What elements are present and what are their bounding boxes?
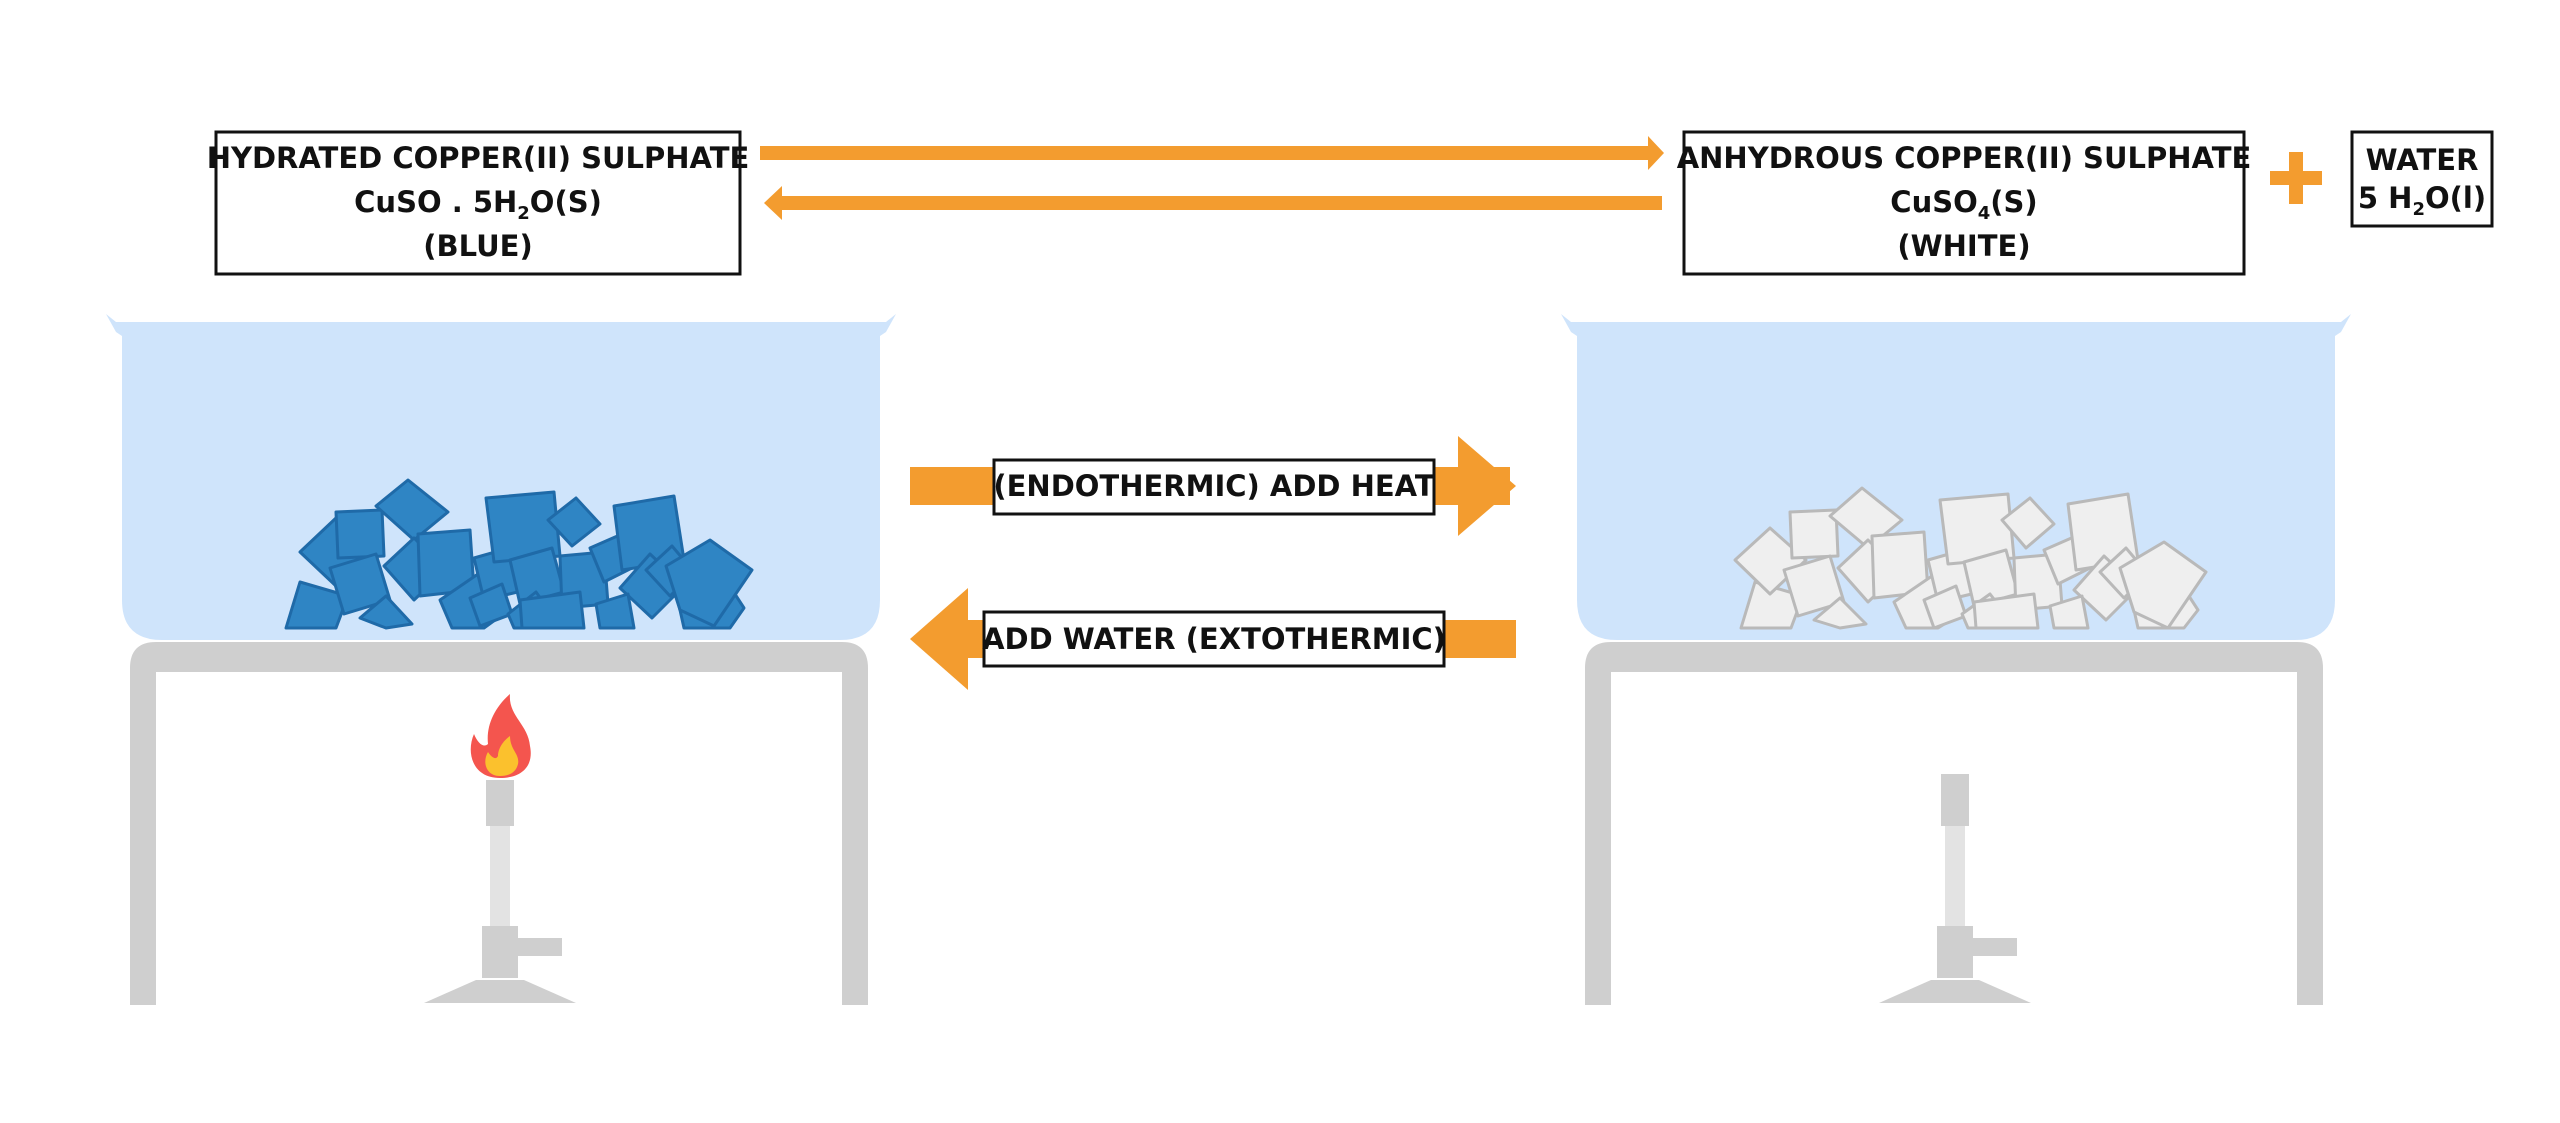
water-name: WATER (2366, 143, 2479, 177)
hydrated-formula: CuSO . 5H2O(S) (354, 185, 602, 224)
forward-arrow (760, 136, 1664, 170)
bunsen-burner-icon (424, 780, 576, 1003)
anhydrous-name: ANHYDROUS COPPER(II) SULPHATE (1677, 141, 2252, 175)
anhydrous-formula: CuSO4(S) (1890, 185, 2037, 224)
bunsen-burner-icon (1879, 774, 2031, 1003)
left-apparatus (106, 314, 896, 1005)
water-formula: 5 H2O(l) (2358, 181, 2486, 220)
blue-crystals (284, 478, 754, 630)
plus-icon (2270, 152, 2322, 204)
heat-label: (ENDOTHERMIC) ADD HEAT (993, 469, 1434, 503)
hydrated-colour: (BLUE) (423, 229, 532, 263)
reverse-arrow (764, 186, 1662, 220)
hydrated-copper-sulphate-box: HYDRATED COPPER(II) SULPHATE CuSO . 5H2O… (207, 130, 750, 276)
white-crystals (1733, 486, 2208, 630)
anhydrous-colour: (WHITE) (1897, 229, 2030, 263)
flame-icon (470, 694, 531, 778)
hydrated-name: HYDRATED COPPER(II) SULPHATE (207, 141, 750, 175)
add-heat-arrow: (ENDOTHERMIC) ADD HEAT (910, 436, 1516, 536)
add-water-arrow: ADD WATER (EXTOTHERMIC) (910, 588, 1516, 690)
water-label: ADD WATER (EXTOTHERMIC) (982, 622, 1446, 656)
right-apparatus (1561, 314, 2351, 1005)
reversible-reaction-arrows (760, 136, 1664, 220)
anhydrous-copper-sulphate-box: ANHYDROUS COPPER(II) SULPHATE CuSO4(S) (… (1677, 130, 2252, 276)
water-box: WATER 5 H2O(l) (2350, 130, 2494, 228)
